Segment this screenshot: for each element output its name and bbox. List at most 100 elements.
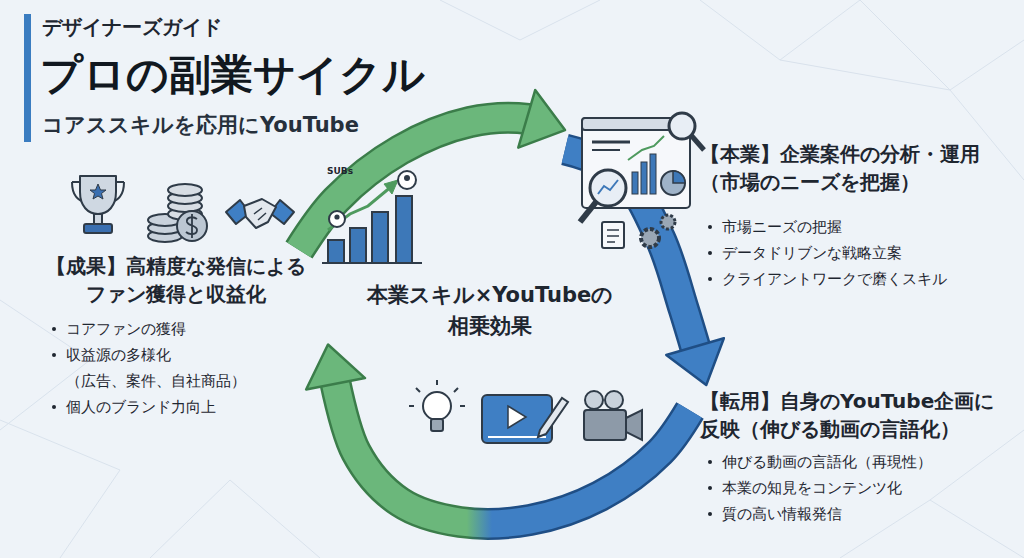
- chart-bar: [350, 228, 366, 263]
- magnifier-handle: [580, 202, 596, 222]
- mesh-line: [860, 0, 1024, 90]
- mesh-line: [440, 0, 600, 40]
- text-chunk: 【成果】高精度な発信による: [46, 254, 306, 278]
- clipboard-line: [607, 241, 615, 243]
- dashboard-pie: [661, 171, 685, 195]
- trophy-stem: [94, 214, 102, 224]
- gear: [661, 215, 675, 229]
- mesh-line: [0, 420, 120, 558]
- text-chunk: SUBs: [327, 166, 353, 176]
- bulb-base: [431, 419, 443, 431]
- gear: [641, 229, 659, 247]
- dashboard-bar: [632, 172, 638, 194]
- growth-chart-icon: [322, 171, 422, 263]
- text-chunk: データドリブンな戦略立案: [722, 245, 902, 261]
- handshake-icon: [226, 199, 294, 228]
- stage-heading: 【成果】高精度な発信による ファン獲得と収益化: [44, 252, 308, 308]
- bulb-glass: [423, 392, 451, 420]
- trophy-cup: [80, 176, 116, 214]
- magnifier-lens: [590, 170, 626, 206]
- avatar-head: [404, 175, 410, 181]
- arrow-outline: [328, 345, 690, 524]
- page-title: プロの副業サイクル: [40, 46, 425, 104]
- bullet-item: 市場ニーズの把握: [700, 214, 1010, 240]
- bullet-item: クライアントワークで磨くスキル: [700, 266, 1010, 292]
- stage-transfer: 【転用】自身のYouTube企画に 反映（伸びる動画の言語化） 伸びる動画の言語化…: [690, 385, 1015, 535]
- text-chunk: 収益源の多様化: [66, 347, 171, 363]
- bullet-item: 個人のブランド力向上: [44, 394, 308, 420]
- chart-label: SUBs: [327, 165, 353, 177]
- arrowhead: [306, 345, 365, 390]
- dashboard-trend: [628, 136, 664, 160]
- text-chunk: 質の高い情報発信: [722, 506, 842, 522]
- text-chunk: ファン獲得と収益化: [86, 282, 266, 306]
- arrow-body: [328, 345, 690, 524]
- camera-reel: [585, 391, 603, 409]
- chart-bar: [396, 196, 412, 263]
- text-chunk: 本業の知見をコンテンツ化: [722, 480, 902, 496]
- mesh-line: [840, 500, 1024, 558]
- clipboard-line: [607, 229, 619, 231]
- coin-dollar-sign: [186, 214, 197, 238]
- text-chunk: 【本業】企業案件の分析・運用: [700, 142, 980, 166]
- text-chunk: 個人のブランド力向上: [66, 399, 216, 415]
- stage-heading: 【転用】自身のYouTube企画に 反映（伸びる動画の言語化）: [700, 387, 1015, 443]
- bulb-rays: [409, 380, 465, 406]
- cycle-arrow-blue-green: [306, 345, 690, 524]
- subscriber-avatar: [329, 211, 345, 227]
- idea-bulb-icon: [409, 380, 465, 431]
- subtitle: コアススキルを応用にYouTube: [42, 110, 359, 140]
- arrowhead: [666, 338, 724, 385]
- pencil: [538, 398, 568, 437]
- coin: [168, 184, 202, 196]
- magnifier-lens: [669, 113, 695, 139]
- bullet-item: データドリブンな戦略立案: [700, 240, 1010, 266]
- clipboard: [602, 222, 624, 248]
- text-chunk: 市場ニーズの把握: [722, 219, 842, 235]
- text-chunk: （市場のニーズを把握）: [700, 170, 920, 194]
- text-chunk: 【転用】自身のYouTube企画に: [700, 389, 994, 413]
- clipboard-line: [607, 235, 619, 237]
- center-caption: 本業スキル×YouTubeの 相乗効果: [360, 280, 620, 342]
- text-chunk: デザイナーズガイド: [42, 15, 222, 39]
- bullet-item: 質の高い情報発信: [700, 501, 1015, 527]
- text-chunk: 反映（伸びる動画の言語化）: [700, 417, 960, 441]
- video-camera-icon: [584, 391, 642, 440]
- dashboard-text-line: [592, 141, 630, 144]
- text-chunk: コアファンの獲得: [66, 321, 186, 337]
- bullet-item: 収益源の多様化 （広告、案件、自社商品）: [44, 342, 308, 394]
- coins-icon: [148, 184, 207, 242]
- hands: [244, 199, 276, 228]
- video-editing-icon: [482, 395, 568, 443]
- stage-result: 【成果】高精度な発信による ファン獲得と収益化コアファンの獲得収益源の多様化 （…: [38, 250, 328, 425]
- arrowhead: [518, 90, 565, 148]
- bullet-item: 本業の知見をコンテンツ化: [700, 475, 1015, 501]
- play-button: [508, 406, 526, 428]
- analytics-dashboard-icon: [580, 113, 704, 248]
- mesh-line: [150, 480, 320, 558]
- text-chunk: （広告、案件、自社商品）: [66, 373, 246, 389]
- trophy-icon: [72, 176, 124, 233]
- avatar-head: [334, 214, 339, 219]
- dashboard-text-line: [592, 149, 620, 151]
- bullet-item: コアファンの獲得: [44, 316, 308, 342]
- text-chunk: 本業スキル×YouTubeの: [367, 283, 614, 307]
- chart-bar: [372, 212, 388, 263]
- chart-bar: [328, 240, 344, 263]
- bullet-item: 伸びる動画の言語化（再現性）: [700, 449, 1015, 475]
- trophy-base: [84, 224, 112, 233]
- growth-line: [328, 186, 392, 230]
- text-chunk: クライアントワークで磨くスキル: [722, 271, 947, 287]
- magnifier-chart: [598, 180, 618, 194]
- stage-main-job: 【本業】企業案件の分析・運用 （市場のニーズを把握） 市場ニーズの把握データドリブ…: [565, 100, 1010, 315]
- text-chunk: 相乗効果: [448, 314, 532, 338]
- camera-lens: [626, 410, 642, 440]
- dashboard-pie-slice: [673, 171, 685, 183]
- text-chunk: 伸びる動画の言語化（再現性）: [722, 454, 932, 470]
- dashboard-bar: [650, 154, 656, 194]
- edge-group: [299, 90, 724, 524]
- title-bar: [24, 14, 31, 142]
